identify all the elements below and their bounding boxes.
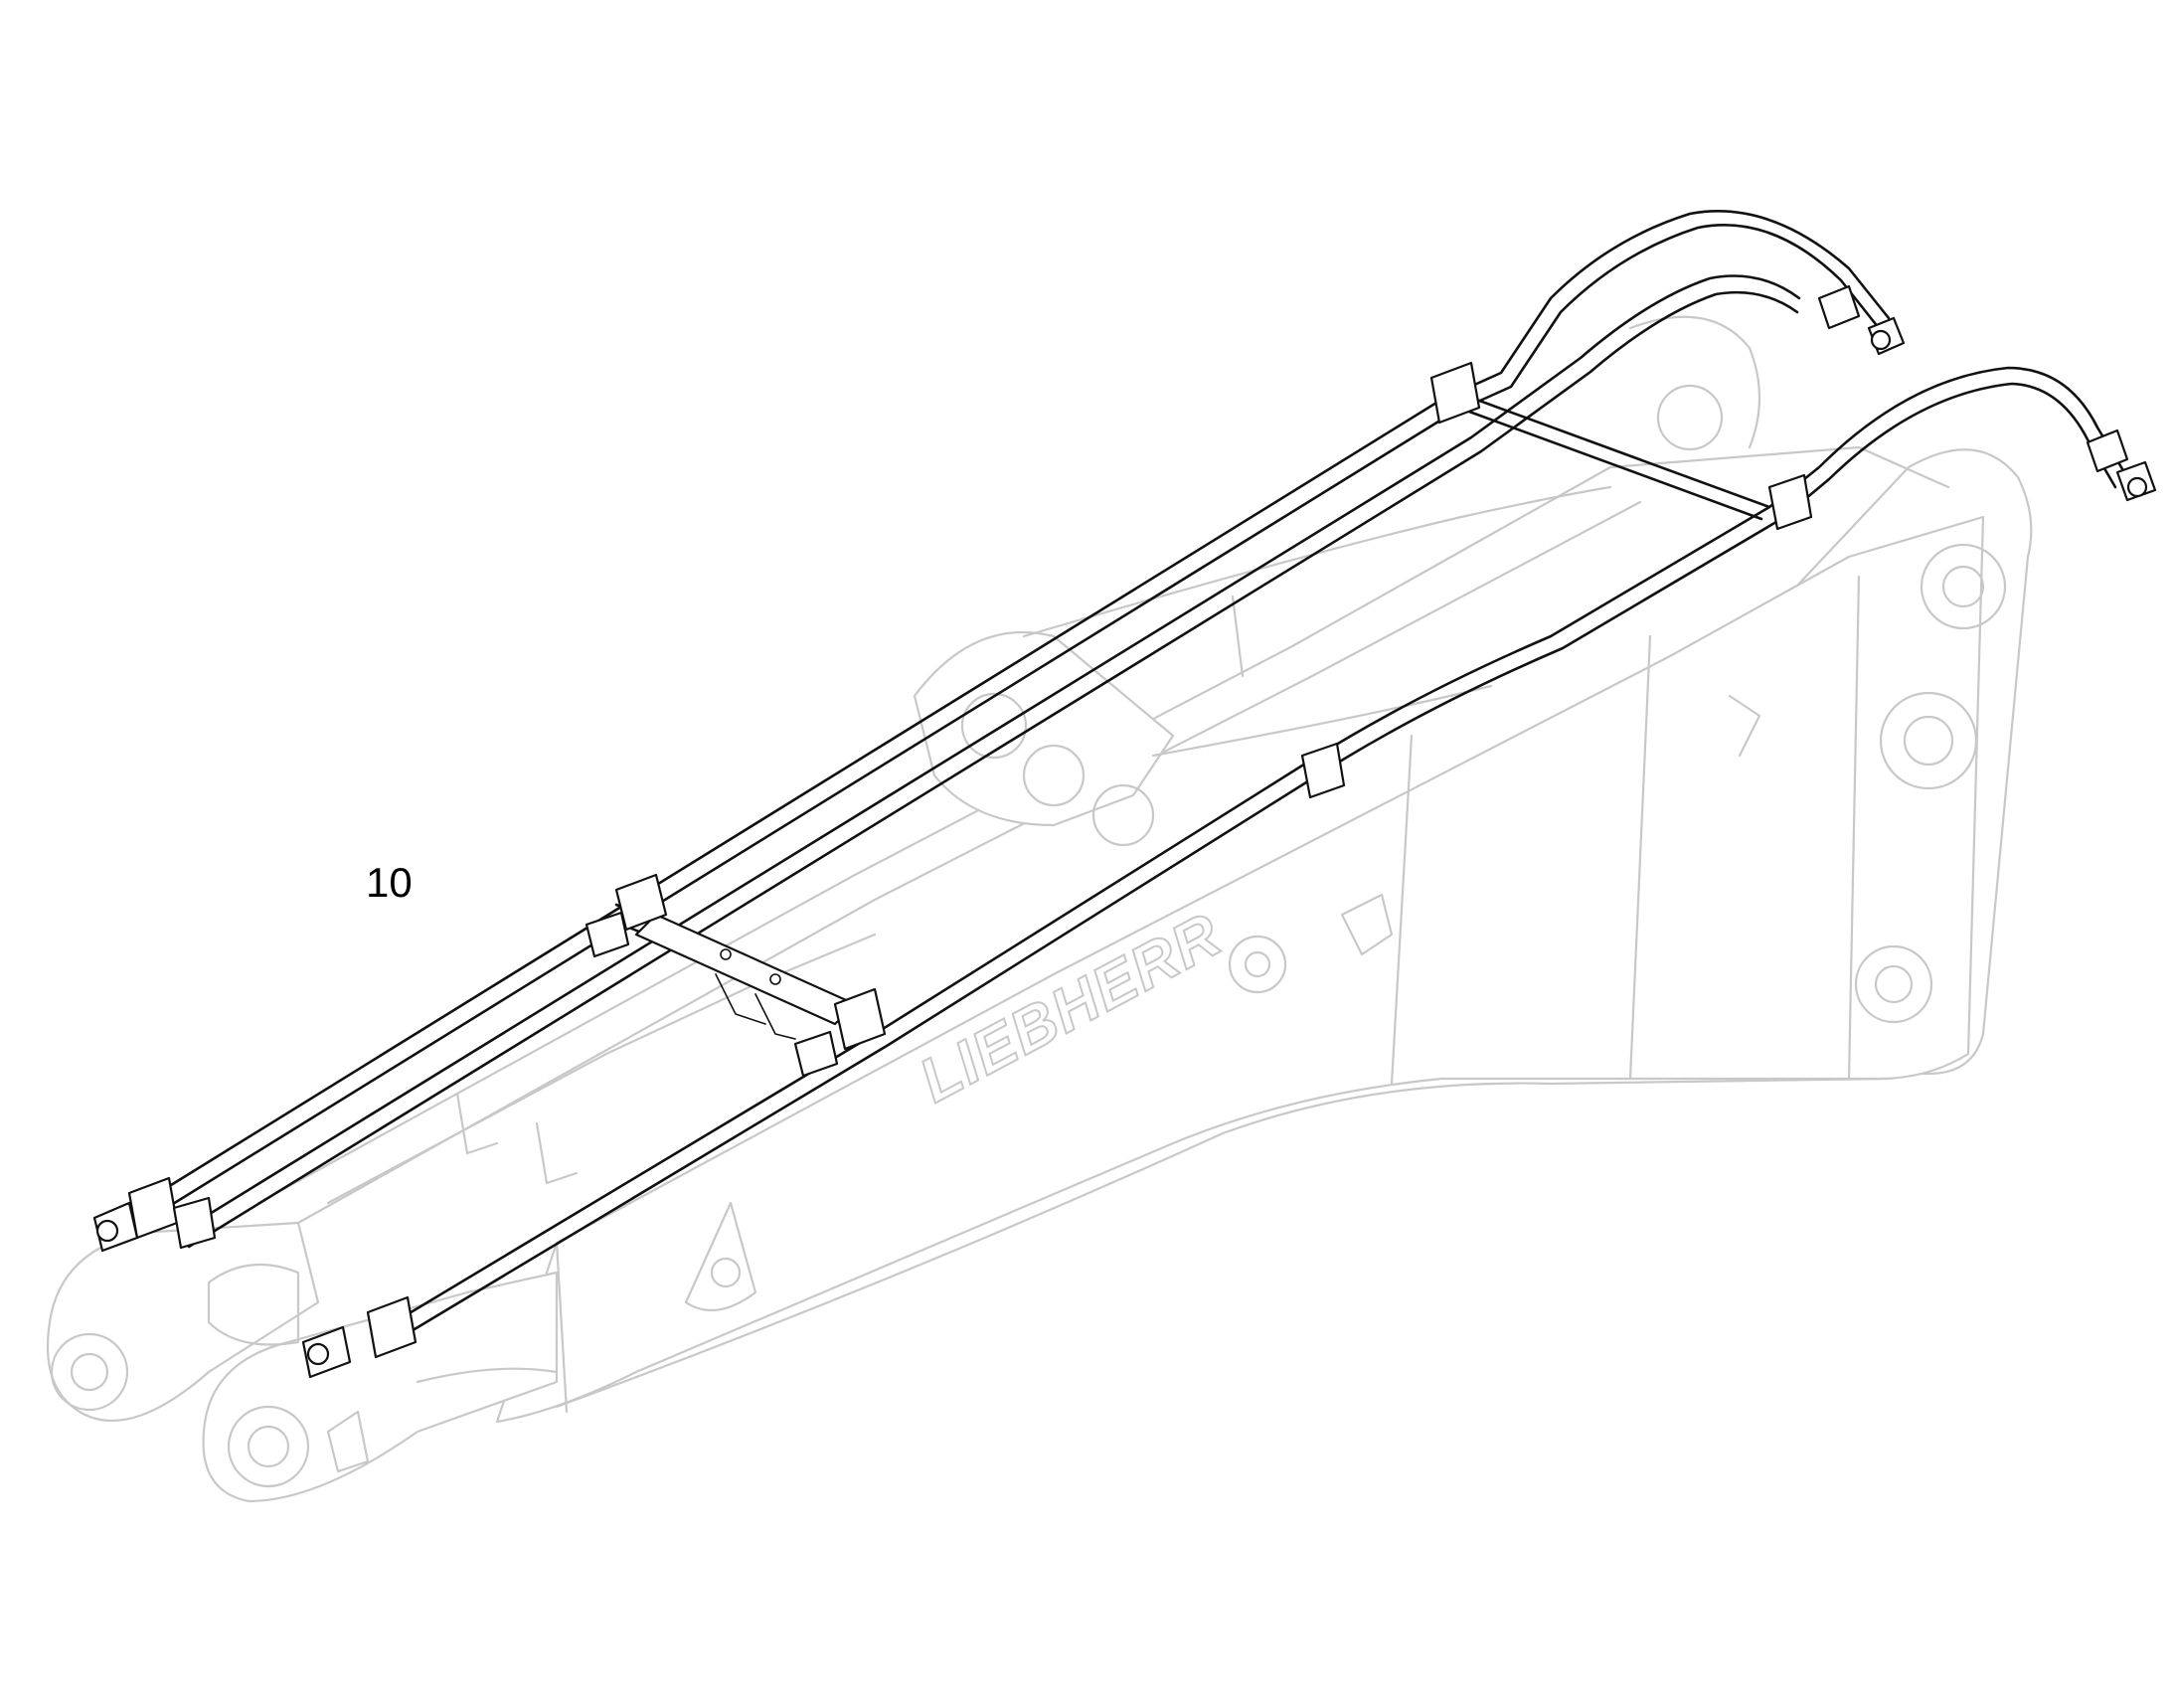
hose-fitting-right xyxy=(1817,284,2157,502)
boom-top-flange xyxy=(256,445,1950,1205)
hose-fitting xyxy=(92,1201,352,1379)
boom-nose-right xyxy=(202,1271,559,1503)
tube-left-upper xyxy=(127,210,1891,1213)
crossbar-upper xyxy=(1469,396,1771,509)
boom-nose-left xyxy=(46,1221,320,1423)
tube-left-lower xyxy=(177,274,1801,1235)
boom-bottom-chord xyxy=(555,1077,1891,1409)
callout-number: 10 xyxy=(366,859,413,906)
boom-upper-lug xyxy=(913,630,1175,827)
hydraulic-line-assembly xyxy=(92,210,2157,1379)
tube-right-main xyxy=(376,366,2129,1334)
clamp-block xyxy=(127,361,1813,1359)
mounting-plate xyxy=(634,913,857,1026)
